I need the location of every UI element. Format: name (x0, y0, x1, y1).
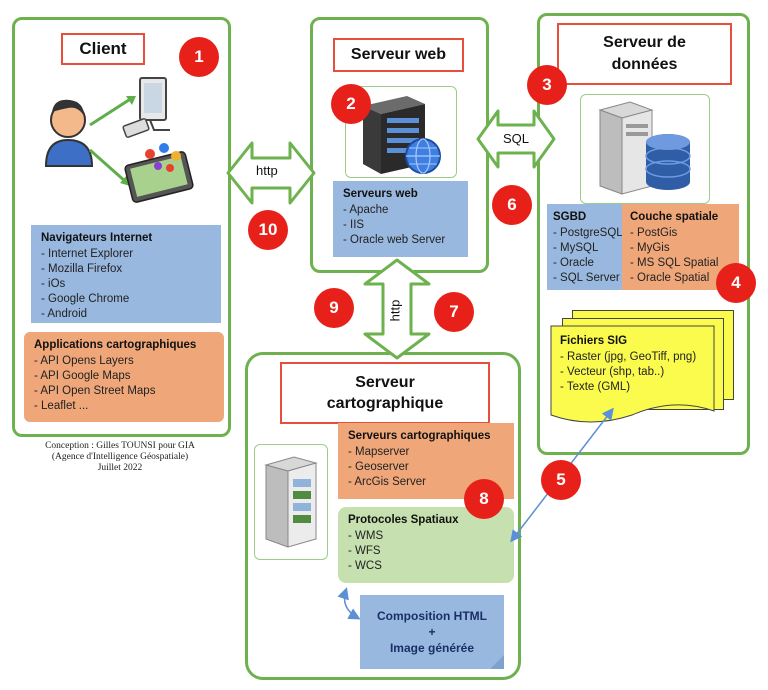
badge-4: 4 (716, 263, 756, 303)
app-item: API Open Street Maps (34, 384, 214, 399)
carto-server-title-line: cartographique (326, 395, 444, 412)
sgbd-box: SGBD PostgreSQL MySQL Oracle SQL Server (547, 204, 623, 290)
carto-server-item: Geoserver (348, 460, 504, 475)
sql-double-arrow (476, 109, 556, 169)
badge-2: 2 (331, 84, 371, 124)
web-server-item: IIS (343, 218, 458, 233)
client-title: Client (61, 33, 145, 65)
carto-server-item: Mapserver (348, 445, 504, 460)
spatial-layer-box: Couche spatiale PostGis MyGis MS SQL Spa… (622, 204, 739, 290)
web-servers-heading: Serveurs web (343, 188, 418, 200)
database-server-icon (598, 101, 691, 195)
gis-file-item: Vecteur (shp, tab..) (560, 365, 708, 380)
protocol-item: WCS (348, 559, 504, 574)
browsers-box: Navigateurs Internet Internet Explorer M… (31, 225, 221, 323)
smartphone-map-icon (124, 143, 194, 203)
badge-9: 9 (314, 288, 354, 328)
browser-item: Internet Explorer (41, 247, 211, 262)
page-fold-corner (490, 655, 504, 669)
http-vertical-double-arrow (363, 258, 431, 360)
carto-server-title: Serveur cartographique (280, 362, 490, 424)
sql-label: SQL (503, 131, 530, 146)
badge-8: 8 (464, 479, 504, 519)
web-server-item: Apache (343, 203, 458, 218)
spatial-item: MS SQL Spatial (630, 256, 731, 271)
gis-file-item: Texte (GML) (560, 380, 708, 395)
browser-item: Android (41, 307, 211, 322)
carto-server-tower-icon (264, 456, 318, 548)
data-server-title: Serveur de données (557, 23, 732, 85)
spatial-layer-heading: Couche spatiale (630, 211, 719, 223)
carto-server-item: ArcGis Server (348, 475, 504, 490)
spatial-item: MyGis (630, 241, 731, 256)
browser-item: Google Chrome (41, 292, 211, 307)
monitor-icon (122, 77, 170, 138)
sgbd-item: Oracle (553, 256, 616, 271)
credit-line: (Agence d'Intelligence Géospatiale) (51, 452, 189, 462)
web-server-item: Oracle web Server (343, 233, 458, 248)
composition-line: Composition HTML (377, 609, 487, 623)
browser-item: iOs (41, 277, 211, 292)
browsers-heading: Navigateurs Internet (41, 232, 153, 244)
http-double-arrow (226, 141, 316, 205)
data-server-title-line: données (611, 56, 678, 73)
composition-line: + (428, 625, 436, 639)
spatial-item: Oracle Spatial (630, 271, 731, 286)
badge-5: 5 (541, 460, 581, 500)
gis-files-box: Fichiers SIG Raster (jpg, GeoTiff, png) … (554, 330, 714, 410)
carto-server-title-line: Serveur (355, 374, 415, 391)
spatial-item: PostGis (630, 226, 731, 241)
sgbd-item: PostgreSQL (553, 226, 623, 241)
carto-servers-heading: Serveurs cartographiques (348, 430, 491, 442)
web-servers-box: Serveurs web Apache IIS Oracle web Serve… (333, 181, 468, 257)
badge-6: 6 (492, 185, 532, 225)
composition-line: Image générée (389, 641, 475, 655)
web-server-title: Serveur web (333, 38, 464, 72)
credit-line: Juillet 2022 (97, 463, 143, 473)
app-item: Leaflet ... (34, 399, 214, 414)
browser-item: Mozilla Firefox (41, 262, 211, 277)
database-cylinder-icon (645, 134, 691, 190)
app-item: API Google Maps (34, 369, 214, 384)
spatial-protocols-box: Protocoles Spatiaux WMS WFS WCS (338, 507, 514, 583)
badge-1: 1 (179, 37, 219, 77)
apps-heading: Applications cartographiques (34, 339, 197, 351)
protocol-item: WMS (348, 529, 504, 544)
sgbd-item: SQL Server (553, 271, 620, 286)
server-tower-icon (363, 96, 441, 174)
html-composition-box: Composition HTML + Image générée (360, 595, 504, 669)
apps-box: Applications cartographiques API Opens L… (24, 332, 224, 422)
badge-7: 7 (434, 292, 474, 332)
protocol-item: WFS (348, 544, 504, 559)
sgbd-item: MySQL (553, 241, 616, 256)
http-label-left: http (256, 163, 278, 178)
protocols-to-html-connector (337, 587, 361, 620)
badge-10: 10 (248, 210, 288, 250)
gis-file-item: Raster (jpg, GeoTiff, png) (560, 350, 708, 365)
credit-line: Conception : Gilles TOUNSI pour GIA (45, 441, 195, 451)
client-devices-illustration (44, 77, 194, 203)
app-item: API Opens Layers (34, 354, 214, 369)
spatial-protocols-heading: Protocoles Spatiaux (348, 514, 459, 526)
sgbd-heading: SGBD (553, 211, 587, 223)
credit-text: Conception : Gilles TOUNSI pour GIA (Age… (20, 441, 220, 474)
data-server-title-line: Serveur de (603, 34, 686, 51)
gis-files-heading: Fichiers SIG (560, 335, 628, 347)
badge-3: 3 (527, 65, 567, 105)
user-icon (44, 99, 94, 167)
